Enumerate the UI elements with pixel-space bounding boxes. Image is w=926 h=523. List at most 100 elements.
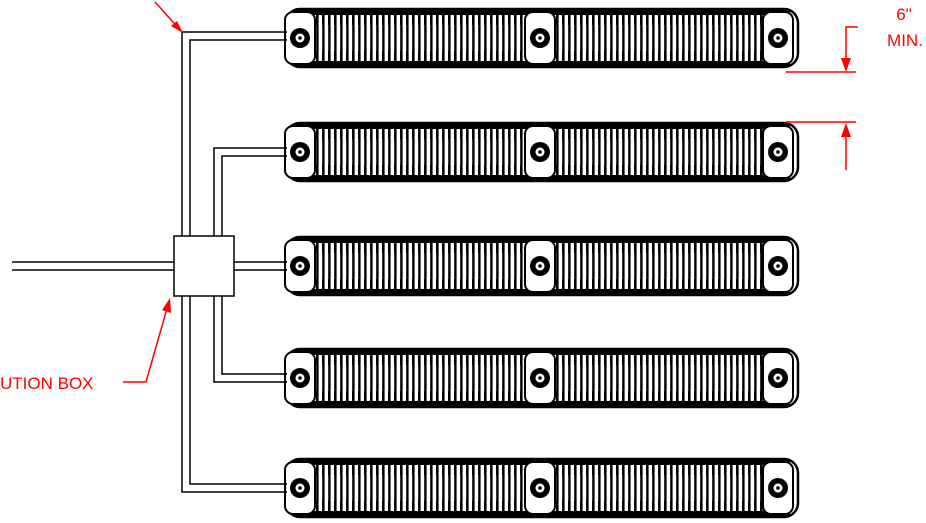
heater-fin [460, 354, 463, 402]
heater-fin [454, 354, 457, 402]
heater-fin [334, 14, 337, 62]
heater-fin [472, 242, 475, 290]
heater-fin [430, 354, 433, 402]
heater-fin [682, 14, 685, 62]
heater-fin-gap [578, 139, 581, 165]
heater-fin [364, 354, 367, 402]
heater-fin [646, 354, 649, 402]
heater-fin [556, 464, 559, 512]
heater-fin [496, 128, 499, 176]
heater-fin-gap [698, 475, 701, 501]
heater-fin [502, 242, 505, 290]
heater-fin [556, 354, 559, 402]
heater-fin [334, 242, 337, 290]
heater-cap-pin [776, 376, 780, 380]
heater-fin [400, 242, 403, 290]
heater-fin-gap [428, 365, 431, 391]
heater-fin [562, 464, 565, 512]
heater-fin-gap [620, 139, 623, 165]
heater-fin [358, 242, 361, 290]
heater-fin [478, 14, 481, 62]
annotation-group [123, 1, 858, 383]
heater-fin [346, 14, 349, 62]
heater-fin-gap [458, 475, 461, 501]
heater-fin-gap [452, 475, 455, 501]
heater-fin [376, 128, 379, 176]
heater-fin-gap [392, 475, 395, 501]
heater-fin [418, 242, 421, 290]
heater-fin [388, 464, 391, 512]
heater-fin [718, 14, 721, 62]
heater-fin-gap [608, 25, 611, 51]
heater-fin-gap [560, 139, 563, 165]
heater-fin [382, 14, 385, 62]
heater-fin [724, 128, 727, 176]
heater-fin-gap [482, 475, 485, 501]
heater-fin [520, 128, 523, 176]
distribution-box-label: UTION BOX [0, 374, 94, 393]
heater-fin [742, 14, 745, 62]
heater-fin-gap [566, 25, 569, 51]
heater-fin [658, 14, 661, 62]
heater-fin [754, 354, 757, 402]
heater-fin [712, 354, 715, 402]
heater-fin-gap [614, 253, 617, 279]
heater-fin-gap [518, 475, 521, 501]
heater-fin [322, 354, 325, 402]
heater-fin [670, 354, 673, 402]
heater-fin [370, 464, 373, 512]
heater-fin-gap [500, 475, 503, 501]
heater-fin-gap [374, 475, 377, 501]
heater-fin [628, 242, 631, 290]
heater-fin [460, 14, 463, 62]
heater-fin-gap [338, 25, 341, 51]
heater-fin [676, 354, 679, 402]
heater-fin [634, 128, 637, 176]
heater-fin [622, 464, 625, 512]
heater-fin-gap [692, 365, 695, 391]
heater-fin-gap [572, 139, 575, 165]
heater-fin [592, 242, 595, 290]
heater-fin [328, 354, 331, 402]
heater-fin-gap [356, 475, 359, 501]
heater-fin [760, 242, 763, 290]
heater-fin-gap [440, 139, 443, 165]
heater-fin-gap [356, 139, 359, 165]
heater-cap-pin [538, 36, 542, 40]
heater-fin-gap [440, 475, 443, 501]
heater-fin-gap [434, 25, 437, 51]
heater-fin-gap [602, 365, 605, 391]
dimension-arrow-top [841, 58, 851, 72]
heater-fin [388, 242, 391, 290]
heater-fin-gap [380, 139, 383, 165]
heater-fin [592, 128, 595, 176]
heater-fin-gap [698, 253, 701, 279]
heater-cap-pin [538, 264, 542, 268]
heater-fin [634, 354, 637, 402]
heater-fin-gap [680, 475, 683, 501]
heater-fin-gap [398, 139, 401, 165]
heater-fin-gap [668, 139, 671, 165]
clearance-suffix-label: MIN. [887, 31, 923, 50]
heater-cap-pin [776, 36, 780, 40]
heater-fin-gap [644, 139, 647, 165]
heater-fin [694, 464, 697, 512]
heater-fin [328, 242, 331, 290]
heater-fin [598, 464, 601, 512]
heater-fin-gap [458, 25, 461, 51]
heater-fin-gap [644, 475, 647, 501]
heater-fin [322, 464, 325, 512]
heater-fin-gap [470, 139, 473, 165]
heater-fin [604, 128, 607, 176]
heater-fin-gap [620, 253, 623, 279]
heater-fin [472, 128, 475, 176]
heater-fin [688, 354, 691, 402]
heater-fin [712, 464, 715, 512]
heater-fin-gap [698, 139, 701, 165]
heater-fin [742, 464, 745, 512]
heater-fin [484, 464, 487, 512]
heater-fin-gap [746, 475, 749, 501]
heater-cap-pin [776, 264, 780, 268]
heater-fin-gap [332, 365, 335, 391]
heater-fin-gap [392, 365, 395, 391]
